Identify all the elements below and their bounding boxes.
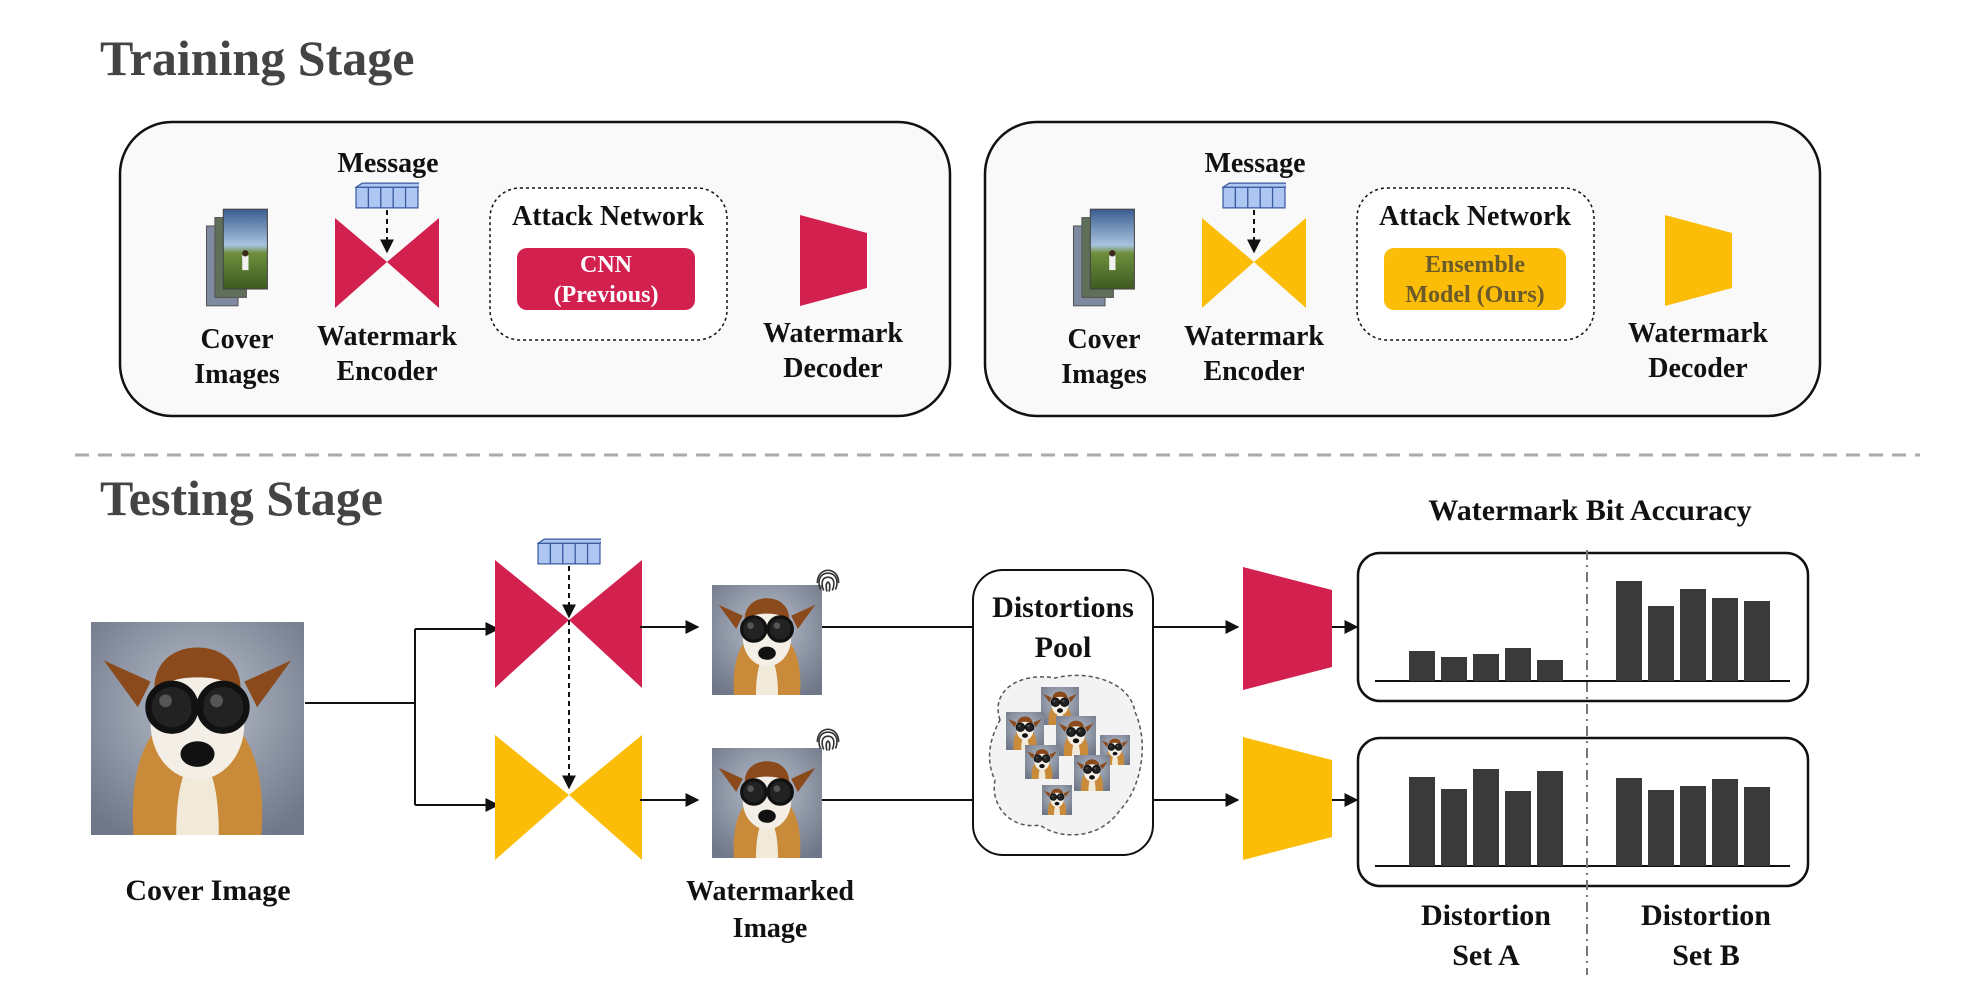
- set-a-label-line2: Set A: [1452, 939, 1520, 972]
- cover-label-line1: Cover: [200, 324, 273, 355]
- decoder-label-line1: Watermark: [763, 318, 903, 349]
- accuracy-bar: [1744, 787, 1770, 866]
- attack-pill-line2: Model (Ours): [1405, 282, 1544, 308]
- watermarked-label-line2: Image: [733, 913, 808, 944]
- pool-label-line1: Distortions: [992, 591, 1134, 624]
- accuracy-bar: [1712, 779, 1738, 866]
- message-bits-icon: [355, 182, 419, 209]
- cover-image-label: Cover Image: [125, 874, 290, 907]
- accuracy-bar: [1712, 598, 1738, 681]
- accuracy-bar: [1616, 778, 1642, 866]
- accuracy-bar: [1680, 589, 1706, 681]
- distorted-sample: [1056, 716, 1096, 756]
- cover-image-dog: [91, 622, 304, 835]
- test-encoder-yellow-left: [495, 735, 569, 860]
- distorted-sample: [1042, 785, 1072, 815]
- watermarked-image-red: [712, 585, 822, 695]
- accuracy-bar: [1505, 791, 1531, 866]
- distorted-sample: [1074, 755, 1110, 791]
- set-b-label-line1: Distortion: [1641, 899, 1771, 932]
- accuracy-bar: [1744, 601, 1770, 681]
- encoder-label-line2: Encoder: [336, 356, 437, 387]
- accuracy-bar: [1537, 660, 1563, 681]
- attack-model-pill: [1384, 248, 1566, 310]
- testing-stage-title: Testing Stage: [100, 470, 383, 526]
- cover-label-line2: Images: [1061, 359, 1147, 390]
- accuracy-bar: [1473, 654, 1499, 681]
- message-bits-icon: [1222, 182, 1286, 209]
- accuracy-bars: [1409, 581, 1770, 866]
- encoder-label-line1: Watermark: [317, 321, 457, 352]
- set-b-label-line2: Set B: [1672, 939, 1740, 972]
- message-bits-icon: [537, 538, 601, 565]
- test-decoder-red: [1243, 567, 1332, 690]
- accuracy-bar: [1441, 789, 1467, 866]
- watermarked-label-line1: Watermarked: [686, 876, 854, 907]
- test-encoder-yellow-right: [569, 735, 642, 860]
- training-stage-title: Training Stage: [100, 30, 414, 86]
- attack-network-title: Attack Network: [1379, 201, 1571, 232]
- accuracy-bar: [1441, 657, 1467, 681]
- training-panel-previous: Message Cover Images Watermark Encoder A…: [118, 120, 952, 418]
- accuracy-bar: [1680, 786, 1706, 866]
- watermarked-image-yellow: [712, 748, 822, 858]
- encoder-left-wing: [1202, 218, 1254, 308]
- accuracy-bar: [1409, 651, 1435, 681]
- distorted-sample: [1006, 712, 1044, 750]
- accuracy-bar: [1537, 771, 1563, 866]
- pool-label-line2: Pool: [1035, 631, 1092, 664]
- accuracy-bar: [1409, 777, 1435, 866]
- accuracy-bar: [1616, 581, 1642, 681]
- distorted-sample: [1025, 745, 1059, 779]
- encoder-right-wing: [1254, 218, 1306, 308]
- decoder-shape: [800, 215, 867, 306]
- set-a-label-line1: Distortion: [1421, 899, 1551, 932]
- decoder-label-line2: Decoder: [783, 353, 883, 384]
- attack-pill-line1: Ensemble: [1425, 252, 1525, 278]
- encoder-right-wing: [387, 218, 439, 308]
- fingerprint-icon: [816, 728, 840, 752]
- attack-model-pill: [517, 248, 695, 310]
- encoder-label-line2: Encoder: [1203, 356, 1304, 387]
- cover-label-line1: Cover: [1067, 324, 1140, 355]
- message-label: Message: [1204, 148, 1305, 179]
- distortions-pool: Distortions Pool: [972, 569, 1154, 856]
- decoder-label-line2: Decoder: [1648, 353, 1748, 384]
- encoder-left-wing: [335, 218, 387, 308]
- accuracy-bar: [1648, 790, 1674, 866]
- message-label: Message: [337, 148, 438, 179]
- decoder-label-line1: Watermark: [1628, 318, 1768, 349]
- attack-pill-line2: (Previous): [554, 282, 659, 308]
- accuracy-bar: [1505, 648, 1531, 681]
- cover-label-line2: Images: [194, 359, 280, 390]
- accuracy-bar: [1648, 606, 1674, 681]
- encoder-label-line1: Watermark: [1184, 321, 1324, 352]
- decoder-shape: [1665, 215, 1732, 306]
- accuracy-title: Watermark Bit Accuracy: [1428, 494, 1751, 527]
- attack-pill-line1: CNN: [580, 252, 633, 278]
- test-decoder-yellow: [1243, 737, 1332, 860]
- fingerprint-icon: [816, 569, 840, 593]
- attack-network-title: Attack Network: [512, 201, 704, 232]
- training-panel-ours: Message Cover Images Watermark Encoder A…: [983, 120, 1822, 418]
- accuracy-bar: [1473, 769, 1499, 866]
- test-encoder-red-left: [495, 560, 569, 688]
- test-encoder-red-right: [569, 560, 642, 688]
